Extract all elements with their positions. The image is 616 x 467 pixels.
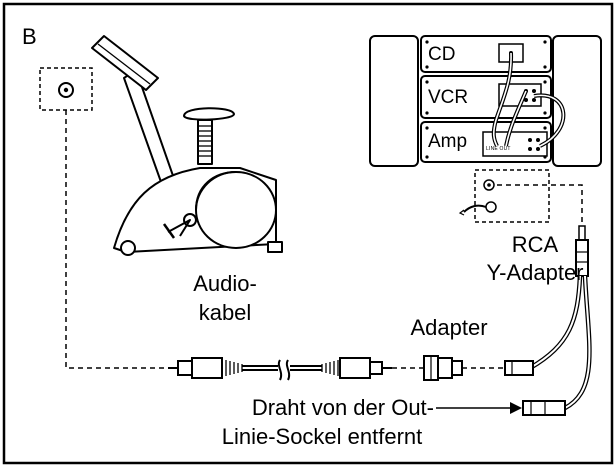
cd-label: CD [428,44,456,65]
stereo-system [369,35,602,167]
inset-jack-ring-lower [485,201,497,213]
amp-jack-zoom-inset [474,169,550,223]
inset-dashed-link [497,184,583,226]
panel-letter: B [22,24,37,49]
rca-y-adapter [504,225,592,416]
line-out-label: LINE OUT [486,146,511,152]
wire-label-line1: Draht von der Out- [251,395,434,420]
bike-pedal [167,219,191,237]
audio-cable-label-line2: kabel [198,300,252,325]
stereo-screws [425,40,547,159]
console-jack-inset [39,67,93,111]
bike-seat [183,107,235,121]
vcr-label: VCR [428,87,469,108]
wire-arrow [436,402,522,414]
rca-label-line2: Y-Adapter [486,260,584,285]
audio-cable-plug-left [168,357,243,379]
exercise-bike [91,35,283,256]
adapter-label: Adapter [410,315,488,340]
console-jack-ring [58,82,74,98]
audio-cable-break [242,359,322,381]
right-speaker [552,35,602,167]
rca-label-line1: RCA [511,232,559,257]
inset-removed-wire [463,204,487,213]
rca-adapter [423,355,463,381]
stereo-internal-wiring [491,52,566,148]
wire-label-line2: Linie-Sockel entfernt [221,424,423,449]
left-speaker [369,35,419,167]
amp-label: Amp [428,131,468,152]
amp-jack-panel [482,131,548,157]
inset-jack-ring [483,179,495,191]
dashed-path-left [65,110,168,369]
audio-cable-plug-right [321,357,392,379]
bike-rear-foot [267,241,283,253]
bike-console [91,35,159,91]
bike-flywheel [195,171,277,249]
bike-base-wheel [120,240,136,256]
audio-cable-label-line1: Audio- [193,271,257,296]
